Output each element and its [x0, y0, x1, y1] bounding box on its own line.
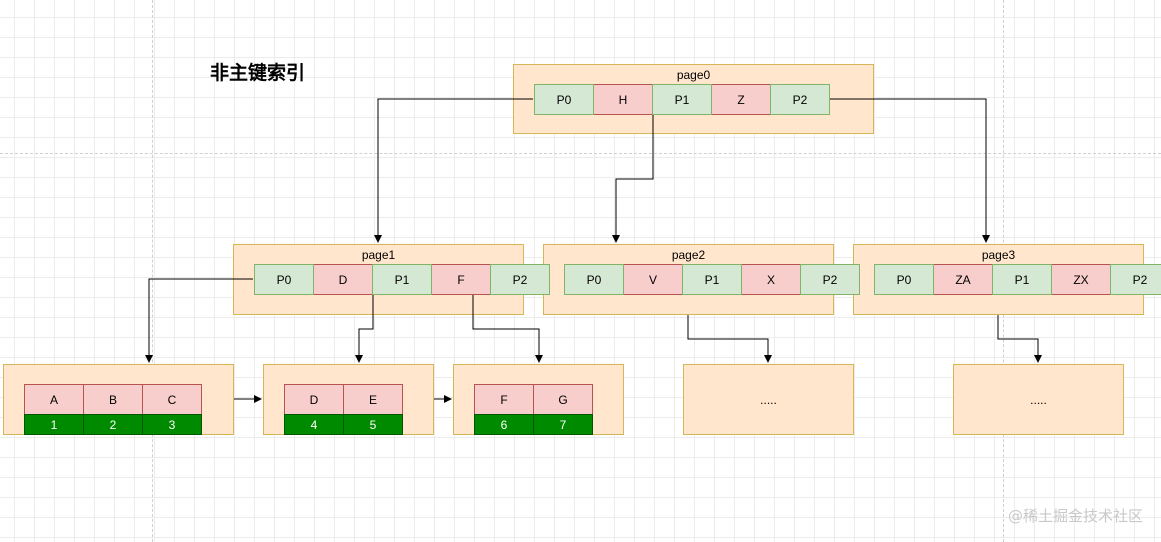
connector-arrow	[472, 295, 543, 363]
pointer-cell[interactable]: P1	[682, 264, 742, 295]
page1-node[interactable]: page1 P0 D P1 F P2	[233, 244, 550, 315]
placeholder-node[interactable]: .....	[683, 364, 854, 435]
pointer-cell[interactable]: P2	[490, 264, 550, 295]
row-id-cell[interactable]: 3	[142, 414, 202, 435]
pointer-cell[interactable]: P0	[874, 264, 934, 295]
leaf-key-cell[interactable]: G	[533, 384, 593, 415]
connector-arrow	[612, 115, 654, 243]
pointer-cell[interactable]: P2	[800, 264, 860, 295]
page-label: page1	[361, 248, 396, 262]
key-cell[interactable]: ZX	[1051, 264, 1111, 295]
leaf-key-cell[interactable]: A	[24, 384, 84, 415]
key-cell[interactable]: F	[431, 264, 491, 295]
placeholder-node[interactable]: .....	[953, 364, 1124, 435]
key-cell[interactable]: V	[623, 264, 683, 295]
diagram-title: 非主键索引	[210, 62, 306, 84]
page-label: page3	[981, 248, 1016, 262]
page2-node[interactable]: page2 P0 V P1 X P2	[543, 244, 860, 315]
leaf-key-cell[interactable]: D	[284, 384, 344, 415]
guide-line-vertical	[152, 0, 153, 542]
row-id-cell[interactable]: 1	[24, 414, 84, 435]
leaf-node-3[interactable]: F G 6 7	[453, 364, 624, 435]
ellipsis-text: .....	[1030, 392, 1047, 407]
watermark-text: @稀土掘金技术社区	[1007, 507, 1143, 525]
pointer-cell[interactable]: P1	[992, 264, 1052, 295]
connector-arrow	[687, 315, 772, 363]
row-id-cell[interactable]: 6	[474, 414, 534, 435]
page-label: page2	[671, 248, 706, 262]
page-label: page0	[676, 68, 711, 82]
leaf-key-cell[interactable]: E	[343, 384, 403, 415]
pointer-cell[interactable]: P1	[652, 84, 712, 115]
pointer-cell[interactable]: P0	[564, 264, 624, 295]
page3-node[interactable]: page3 P0 ZA P1 ZX P2	[853, 244, 1161, 315]
leaf-node-2[interactable]: D E 4 5	[263, 364, 434, 435]
ellipsis-text: .....	[760, 392, 777, 407]
leaf-key-cell[interactable]: B	[83, 384, 143, 415]
connector-arrow	[997, 315, 1042, 363]
pointer-cell[interactable]: P2	[770, 84, 830, 115]
guide-line-horizontal	[0, 153, 1161, 154]
pointer-cell[interactable]: P0	[534, 84, 594, 115]
connector-arrow	[374, 98, 533, 243]
connector-arrow	[773, 98, 990, 243]
pointer-cell[interactable]: P1	[372, 264, 432, 295]
key-cell[interactable]: ZA	[933, 264, 993, 295]
leaf-key-cell[interactable]: C	[142, 384, 202, 415]
row-id-cell[interactable]: 5	[343, 414, 403, 435]
leaf-node-1[interactable]: A B C 1 2 3	[3, 364, 234, 435]
page0-node[interactable]: page0 P0 H P1 Z P2	[513, 64, 874, 134]
row-id-cell[interactable]: 7	[533, 414, 593, 435]
connector-arrow	[355, 295, 374, 363]
connector-arrow	[145, 278, 253, 363]
pointer-cell[interactable]: P2	[1110, 264, 1161, 295]
pointer-cell[interactable]: P0	[254, 264, 314, 295]
